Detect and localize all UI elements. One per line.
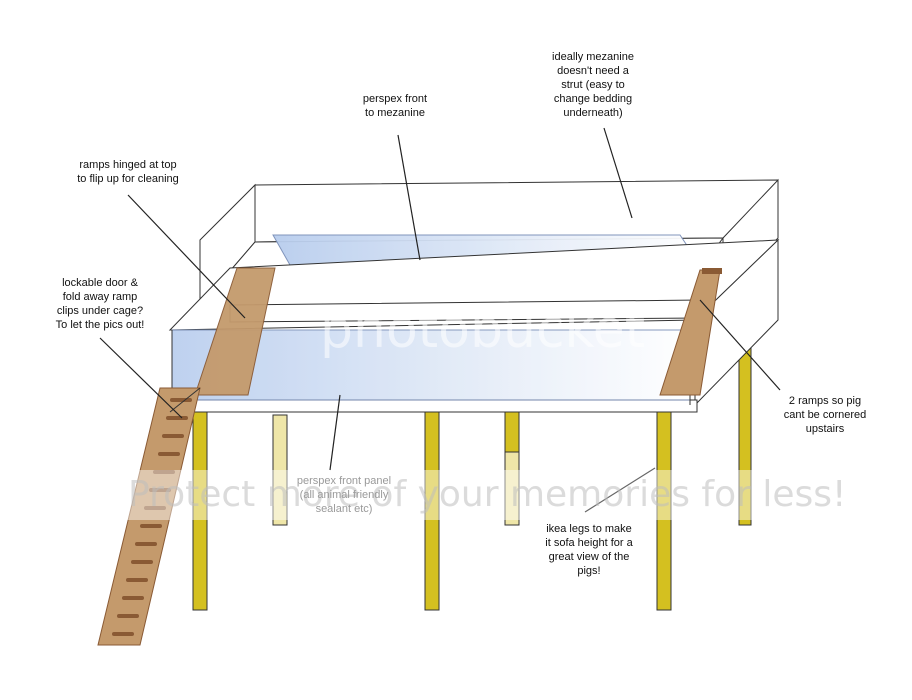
leader-perspex-mezzanine bbox=[397, 134, 421, 261]
annotation-lockable-door: lockable door & fold away ramp clips und… bbox=[55, 277, 145, 331]
annotation-ramps-hinged: ramps hinged at top to flip up for clean… bbox=[77, 159, 179, 185]
leg bbox=[192, 411, 208, 611]
annotation-perspex-front-panel: perspex front panel (all animal friendly… bbox=[296, 475, 392, 515]
legs-front bbox=[192, 411, 672, 611]
annotation-ikea-legs: ikea legs to make it sofa height for a g… bbox=[545, 523, 633, 577]
leader-ikea-legs bbox=[584, 467, 656, 513]
annotation-mezzanine-strut: ideally mezanine doesn't need a strut (e… bbox=[552, 51, 634, 119]
fold-away-ramp bbox=[97, 387, 201, 646]
left-ramp bbox=[194, 267, 276, 396]
leader-lockable-door bbox=[99, 337, 183, 419]
watermark-band bbox=[120, 470, 810, 520]
leg bbox=[504, 411, 520, 453]
leg bbox=[272, 414, 288, 526]
annotation-perspex-mezzanine: perspex front to mezanine bbox=[362, 93, 428, 119]
leader-lines bbox=[99, 127, 781, 513]
main-cage bbox=[168, 238, 780, 413]
cage-base bbox=[169, 399, 698, 413]
leader-mezzanine-strut bbox=[603, 127, 633, 219]
leader-two-ramps bbox=[699, 299, 781, 391]
leg bbox=[424, 411, 440, 611]
leader-ramps-hinged bbox=[127, 194, 246, 319]
right-ramp-top bbox=[702, 268, 722, 274]
annotation-two-ramps: 2 ramps so pig cant be cornered upstairs bbox=[783, 395, 867, 435]
mezzanine-back-wall bbox=[254, 179, 779, 243]
leader-perspex-front bbox=[329, 394, 341, 471]
leg bbox=[656, 411, 672, 611]
